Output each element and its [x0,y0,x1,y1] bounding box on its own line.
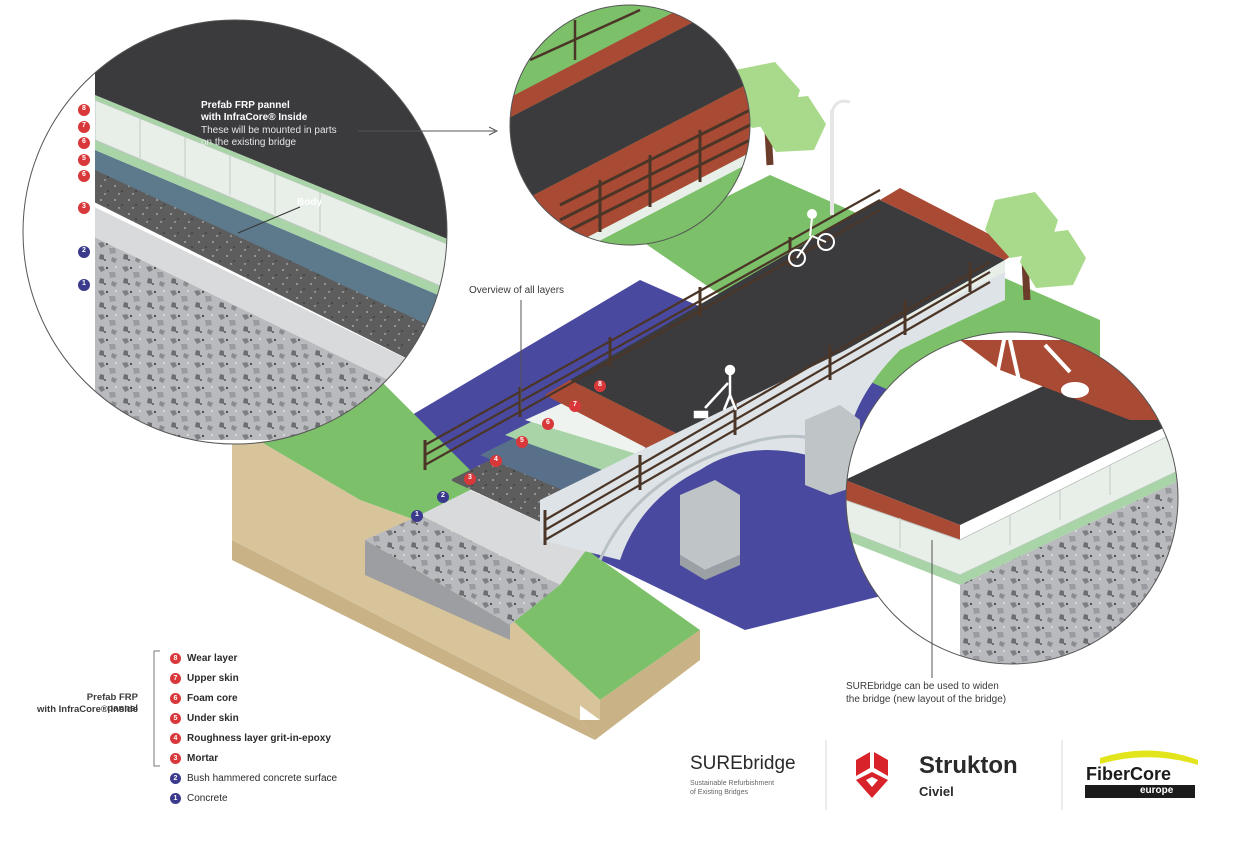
widen-note-1: SUREbridge can be used to widen [846,681,999,692]
marker-label: 6 [82,171,86,178]
left-circle-markers [78,104,90,291]
legend-item: 8 Wear layer [170,650,237,666]
bridge-markers [411,380,606,522]
legend-marker: 8 [170,652,181,664]
legend-label: Under skin [187,712,239,724]
marker-label: 7 [573,401,577,408]
marker-label: 4 [494,456,498,463]
frp-callout-sub-2: on the existing bridge [201,137,297,148]
marker-label: 5 [520,437,524,444]
marker-label: 7 [82,122,86,129]
strukton-logo: Strukton [919,752,1018,779]
marker-label: 8 [598,381,602,388]
legend-label: Concrete [187,792,228,804]
cyclist-icon [788,209,835,267]
legend-item: 3 Mortar [170,750,218,766]
fibercore-sub: europe [1140,785,1174,796]
strukton-sub: Civiel [919,784,954,799]
legend-item: 1 Concrete [170,790,228,806]
legend-item: 6 Foam core [170,690,238,706]
legend-label: Mortar [187,752,219,764]
legend-item: 4 Roughness layer grit-in-epoxy [170,730,331,746]
legend-group-label-1: Prefab FRP pannel [86,692,138,714]
bridge-deck [570,200,1005,440]
legend-item: 2 Bush hammered concrete surface [170,770,337,786]
legend-marker: 2 [170,772,181,784]
legend-label: Roughness layer grit-in-epoxy [187,732,331,744]
legend-marker: 6 [170,692,181,704]
concrete-foundation [365,515,560,625]
surebridge-logo: SUREbridge [690,753,796,774]
legend-marker: 1 [170,792,181,804]
legend-label: Upper skin [187,672,239,684]
frp-callout-title-1: Prefab FRP pannel [201,100,290,111]
frp-callout-title-2: with InfraCore® Inside [201,112,308,123]
right-zoom-circle [846,332,1178,664]
marker-label: 6 [82,138,86,145]
legend-label: Foam core [187,692,238,704]
legend-item: 7 Upper skin [170,670,239,686]
marker-label: 1 [415,511,419,518]
overview-label: Overview of all layers [469,285,565,296]
main-scene [232,62,1100,740]
legend-label: Wear layer [187,652,238,664]
walker-icon [693,364,738,419]
marker-label: 3 [82,203,86,210]
marker-label: 6 [546,419,550,426]
marker-label: 1 [82,280,86,287]
strukton-logo-icon [856,752,888,798]
legend-item: 5 Under skin [170,710,239,726]
marker-label: 3 [468,474,472,481]
fibercore-logo: FiberCore [1086,764,1172,784]
body-label: Body [297,197,322,208]
walker-dog-zoom-icon [993,334,1089,398]
frp-callout-sub-1: These will be mounted in parts [201,125,337,136]
marker-label: 8 [82,105,86,112]
fibercore-logo-icon [1085,750,1198,798]
tree-right-icon [985,192,1086,301]
surebridge-tagline-2: of Existing Bridges [690,789,748,796]
marker-label: 5 [82,155,86,162]
marker-label: 2 [441,492,445,499]
legend-marker: 4 [170,732,181,744]
legend-label: Bush hammered concrete surface [187,772,338,784]
widen-note-2: the bridge (new layout of the bridge) [846,694,1007,705]
marker-label: 2 [82,247,86,254]
legend-marker: 5 [170,712,181,724]
legend-marker: 7 [170,672,181,684]
legend-marker: 3 [170,752,181,764]
surebridge-tagline-1: Sustainable Refurbishment [690,780,775,787]
legend-group-label-2: with InfraCore® inside [37,704,138,715]
